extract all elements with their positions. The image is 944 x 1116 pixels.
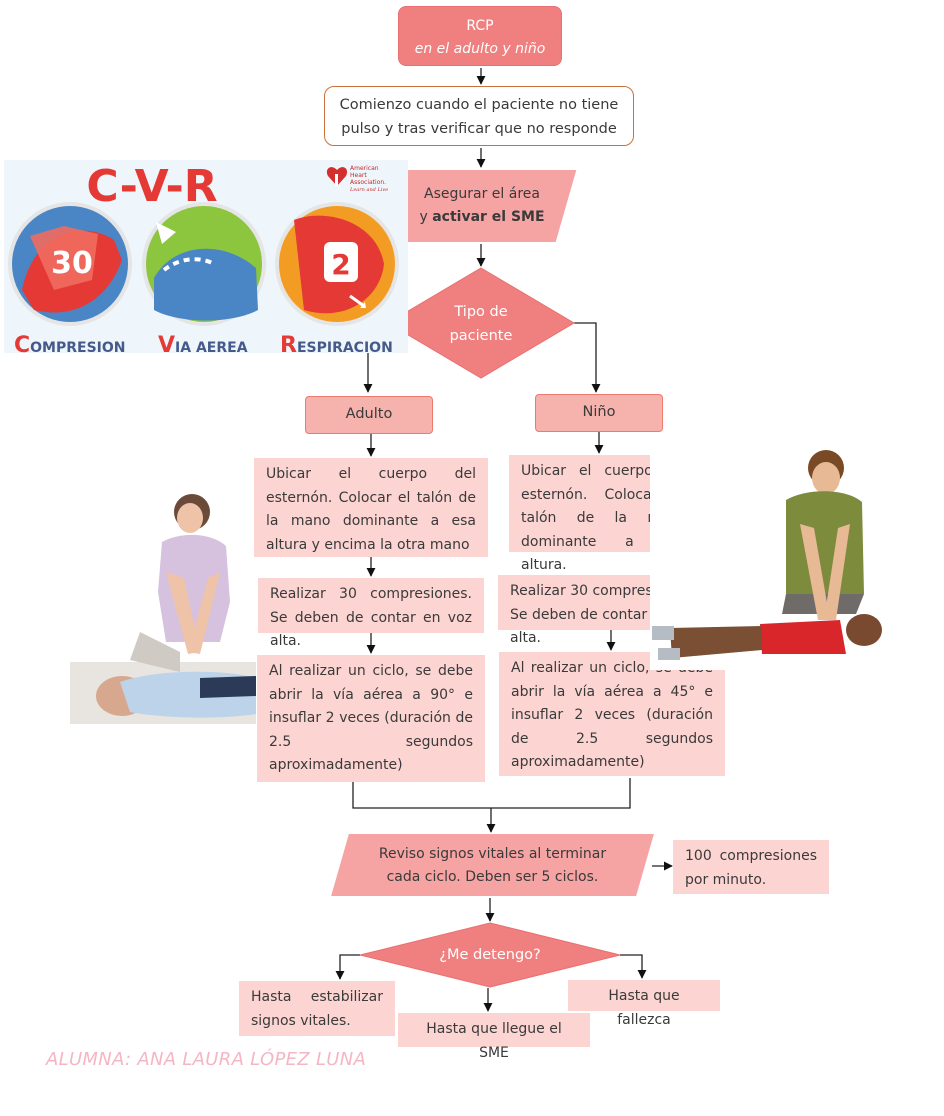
respiration-initial: R [280, 333, 297, 353]
adult-step1: Ubicar el cuerpo del esternón. Colocar e… [254, 458, 488, 557]
svg-text:Learn and Live: Learn and Live [349, 187, 388, 193]
breath-count: 2 [331, 248, 350, 281]
child-node: Niño [535, 394, 663, 432]
start-node: Comienzo cuando el paciente no tiene pul… [324, 86, 634, 146]
start-line1: Comienzo cuando el paciente no tiene [339, 97, 619, 113]
airway-label: IA AEREA [175, 340, 248, 353]
start-line2: pulso y tras verificar que no responde [341, 121, 617, 137]
compression-count: 30 [51, 246, 93, 281]
child-cpr-photo [650, 444, 886, 670]
airway-circle [142, 202, 266, 326]
svg-text:American: American [350, 165, 379, 172]
airway-initial: V [158, 333, 175, 353]
aha-logo: American Heart Association. Learn and Li… [326, 165, 388, 193]
outcome-death: Hasta que fallezca [568, 980, 720, 1028]
title-line2: en el adulto y niño [414, 41, 546, 57]
review-vitals-node: Reviso signos vitales al terminar cada c… [331, 834, 654, 896]
svg-text:RESPIRACION: RESPIRACION [280, 333, 393, 353]
decision-diamond-patient-type [387, 267, 575, 379]
rate-note: 100 compresiones por minuto. [673, 840, 829, 894]
decision-stop-label: ¿Me detengo? [439, 947, 541, 963]
title-node: RCP en el adulto y niño [398, 6, 562, 66]
svg-text:VIA AEREA: VIA AEREA [158, 333, 248, 353]
outcome-stabilize: Hasta estabilizar signos vitales. [239, 981, 395, 1036]
compression-label: OMPRESION [30, 340, 125, 353]
secure-line2-prefix: y [419, 209, 433, 225]
cvr-infographic: C-V-R American Heart Association. Learn … [4, 160, 408, 353]
svg-text:Heart: Heart [350, 172, 367, 179]
svg-text:Association.: Association. [350, 179, 386, 186]
respiration-label: ESPIRACION [297, 340, 393, 353]
child-step3: Al realizar un ciclo, se debe abrir la v… [499, 652, 725, 776]
compression-initial: C [14, 333, 30, 353]
secure-line2-bold: activar el SME [432, 209, 545, 225]
adult-step3: Al realizar un ciclo, se debe abrir la v… [257, 655, 485, 782]
secure-line1: Asegurar el área [424, 186, 540, 202]
decision-patient-type-label: Tipo de paciente [449, 304, 513, 344]
respiration-circle: 2 [275, 202, 399, 326]
svg-text:COMPRESION: COMPRESION [14, 333, 126, 353]
student-credit: ALUMNA: ANA LAURA LÓPEZ LUNA [46, 1049, 367, 1070]
outcome-sme-arrives: Hasta que llegue el SME [398, 1013, 590, 1061]
secure-area-node: Asegurar el área y activar el SME [387, 170, 577, 242]
title-line1: RCP [466, 18, 494, 34]
adult-node: Adulto [305, 396, 433, 434]
compression-circle: 30 [8, 202, 132, 326]
adult-cpr-photo [70, 494, 256, 724]
decision-diamond-stop [359, 922, 621, 988]
cvr-graphic: C-V-R American Heart Association. Learn … [8, 161, 399, 353]
adult-step2: Realizar 30 compresiones. Se deben de co… [258, 578, 484, 649]
